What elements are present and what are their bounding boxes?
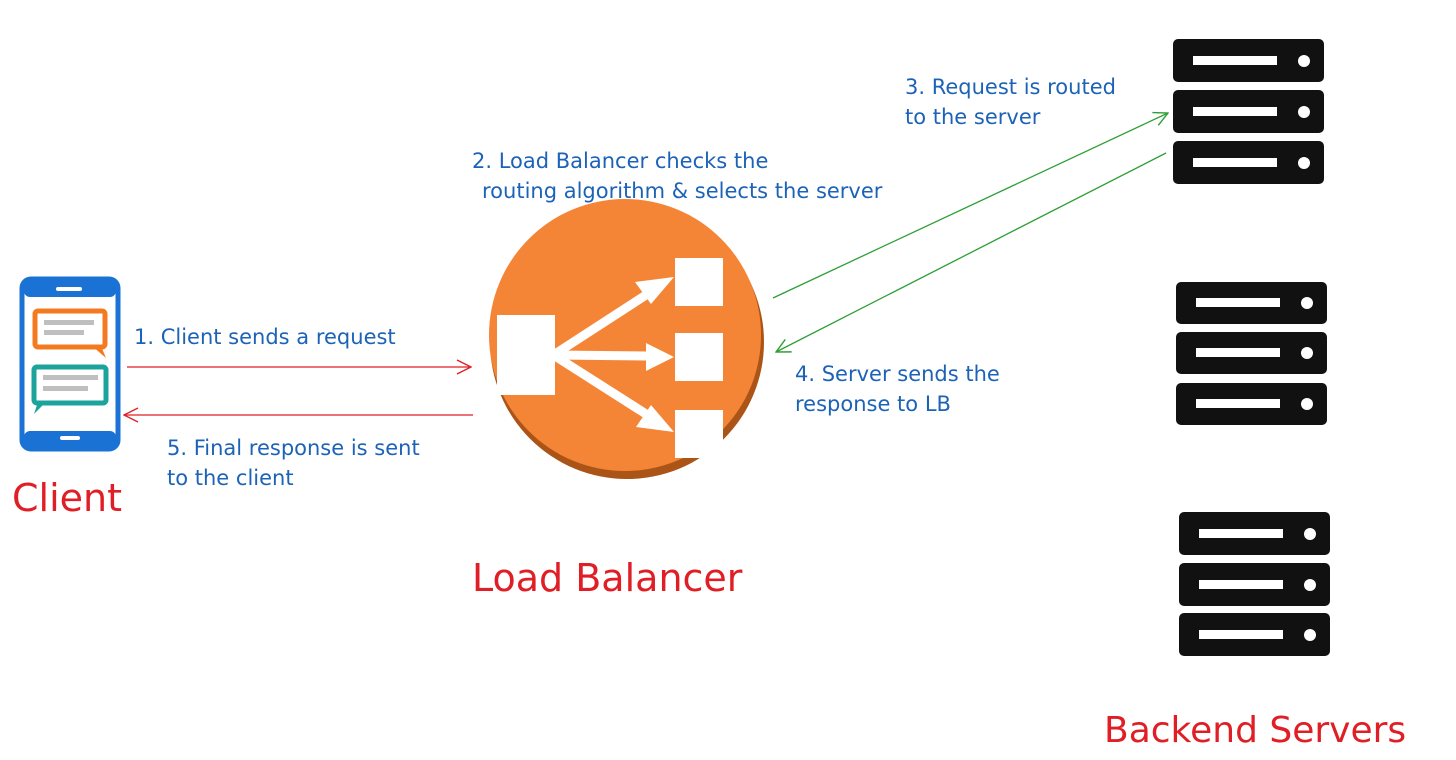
step-1-line-1: 1. Client sends a request: [134, 325, 396, 349]
step-4-label: 4. Server sends the response to LB: [795, 359, 1000, 419]
step-3-label: 3. Request is routed to the server: [905, 72, 1116, 132]
client-title: Client: [12, 476, 123, 520]
step-4-line-1: 4. Server sends the: [795, 362, 1000, 386]
step-1-label: 1. Client sends a request: [134, 322, 396, 352]
server-rack-3: [1179, 512, 1330, 656]
step-2-line-2: routing algorithm & selects the server: [482, 179, 883, 203]
step-3-line-2: to the server: [905, 105, 1041, 129]
step-5-line-1: 5. Final response is sent: [167, 436, 420, 460]
step-2-line-1: 2. Load Balancer checks the: [472, 149, 769, 173]
step-3-line-1: 3. Request is routed: [905, 75, 1116, 99]
load-balancer-title: Load Balancer: [472, 556, 743, 600]
server-rack-2: [1176, 282, 1327, 425]
step-4-line-2: response to LB: [795, 392, 951, 416]
step-2-label: 2. Load Balancer checks the routing algo…: [472, 146, 882, 206]
step-5-line-2: to the client: [167, 466, 294, 490]
phone-icon: [19, 276, 121, 452]
arrow-lb-to-server: [772, 113, 1168, 299]
load-balancer-icon: [489, 199, 764, 479]
backend-servers-title: Backend Servers: [1104, 710, 1407, 751]
arrow-server-to-lb: [776, 152, 1167, 352]
step-5-label: 5. Final response is sent to the client: [167, 433, 420, 493]
server-rack-1: [1173, 39, 1324, 184]
